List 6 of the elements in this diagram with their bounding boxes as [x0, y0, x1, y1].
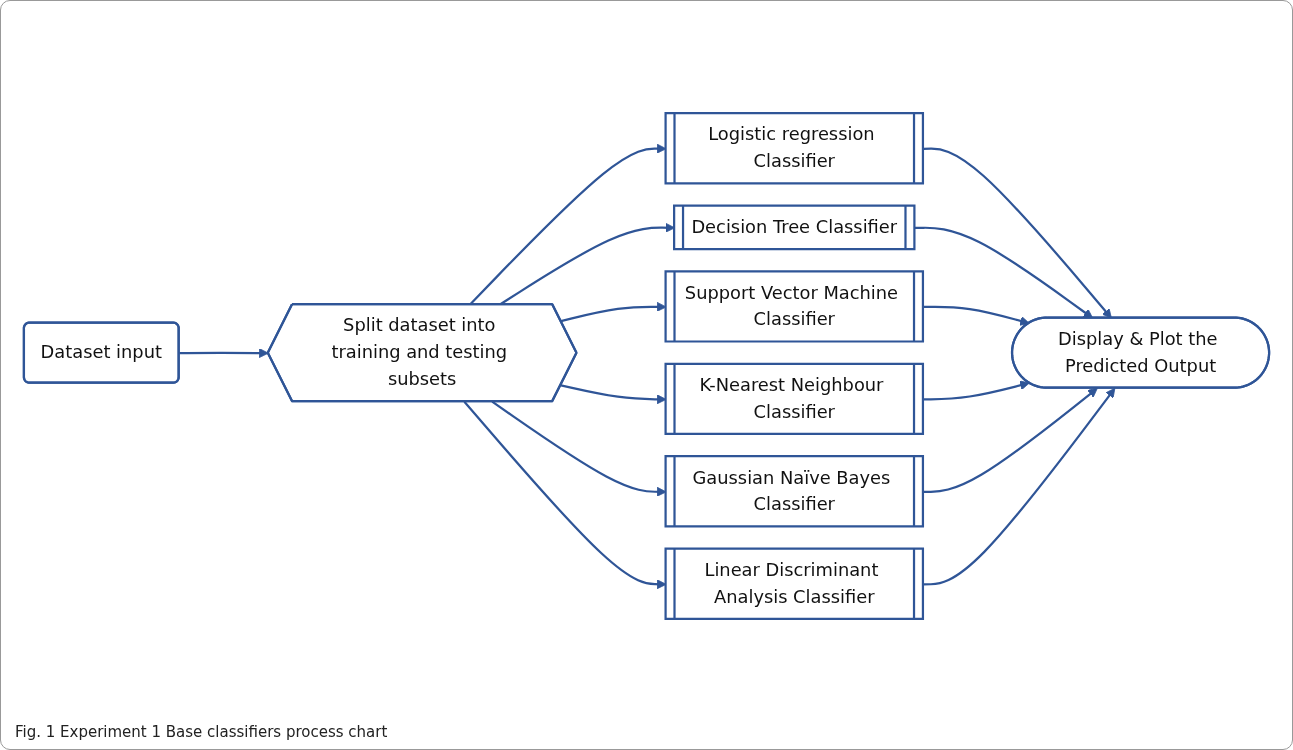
figure-caption: Fig. 1 Experiment 1 Base classifiers process chart [15, 723, 389, 741]
arrow [179, 348, 269, 358]
arrow [923, 305, 1030, 326]
arrow [923, 387, 1116, 586]
arrow [923, 380, 1030, 401]
arrow [923, 387, 1098, 493]
